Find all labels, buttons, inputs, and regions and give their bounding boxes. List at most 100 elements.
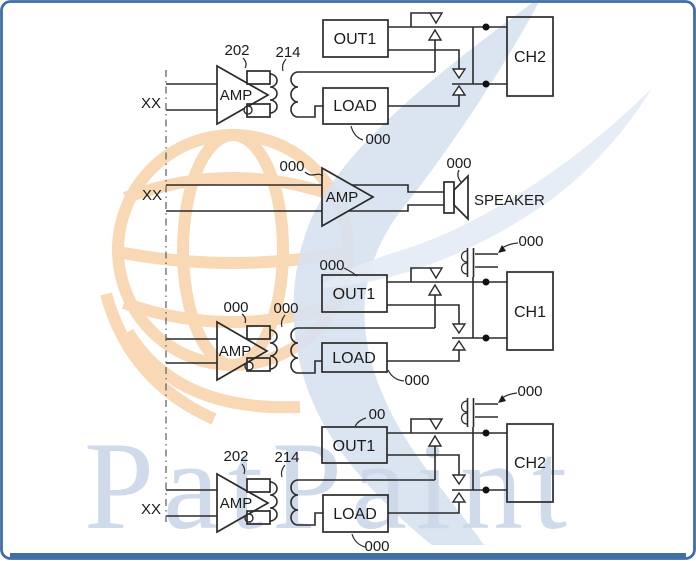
globe-meridian bbox=[177, 129, 289, 371]
jack-bars bbox=[466, 398, 475, 427]
connector-arrow-up-b bbox=[451, 339, 467, 351]
input-label: XX bbox=[142, 187, 162, 204]
transformer-primary-coil bbox=[269, 481, 278, 522]
out1-box bbox=[321, 274, 388, 313]
load-return-wire bbox=[388, 502, 460, 514]
jack-connector bbox=[460, 248, 498, 277]
load-label: LOAD bbox=[332, 350, 376, 367]
jack-hooks bbox=[460, 250, 468, 275]
amp-ref-label: 202 bbox=[224, 42, 249, 59]
transformer-ref-leader bbox=[280, 464, 286, 478]
connector-ref-label: 000 bbox=[517, 383, 542, 400]
speaker-horn bbox=[453, 173, 469, 222]
load-ref-label: 000 bbox=[404, 372, 429, 389]
speaker-wire-bottom bbox=[348, 204, 444, 212]
speaker-magnet bbox=[443, 181, 455, 214]
jack-terminals bbox=[475, 403, 498, 418]
out1-bottom-wire bbox=[387, 454, 460, 475]
input-label: XX bbox=[141, 501, 161, 518]
amp-output-stub-bottom bbox=[246, 357, 271, 372]
amp-ref-leader bbox=[304, 171, 324, 177]
load-ref-label: 000 bbox=[365, 131, 390, 148]
globe-parallel-top bbox=[122, 172, 344, 204]
transformer-ref-leader bbox=[281, 58, 287, 72]
connector-ref-label: 000 bbox=[518, 233, 543, 250]
globe-swoosh-1 bbox=[122, 328, 301, 414]
connector-arrow-down-b bbox=[451, 474, 467, 486]
globe-swoosh-2 bbox=[100, 292, 217, 425]
transformer-ref-label: 000 bbox=[273, 300, 298, 317]
jack-hooks bbox=[460, 400, 468, 425]
transformer-secondary-coil bbox=[290, 479, 299, 526]
transformer-primary-coil bbox=[269, 73, 278, 114]
amp-ref-label: 000 bbox=[279, 158, 304, 175]
jack-bars bbox=[466, 248, 475, 277]
amp-triangle bbox=[216, 472, 270, 534]
jack-connector bbox=[460, 398, 498, 427]
transformer-primary-coil bbox=[269, 329, 278, 370]
out1-box bbox=[322, 19, 389, 58]
speaker-ref-leader bbox=[457, 169, 462, 183]
speaker-wire-top bbox=[352, 184, 444, 193]
amp-output-stub-top bbox=[246, 325, 271, 340]
transformer-ref-label: 214 bbox=[275, 44, 300, 61]
channel-box bbox=[506, 423, 554, 503]
jack-terminals bbox=[475, 253, 498, 268]
connector-arrow-down-a bbox=[428, 12, 444, 25]
connector-ref-arrowhead bbox=[498, 395, 506, 403]
out1-ref-leader bbox=[343, 267, 358, 277]
load-ref-leader bbox=[350, 125, 364, 141]
connector-arrow-down-a bbox=[428, 267, 444, 280]
junction-dot bbox=[482, 429, 490, 437]
amp-ref-leader bbox=[241, 463, 246, 475]
load-return-wire bbox=[387, 350, 460, 362]
section-2: XX AMP 000 000 SPEAKER bbox=[142, 155, 545, 228]
amp-label: AMP bbox=[220, 495, 253, 512]
section-3: AMP 000 000 OUT1 000 LOAD 000 bbox=[166, 233, 554, 389]
out1-label: OUT1 bbox=[333, 286, 376, 303]
amp-output-stub-bottom bbox=[246, 510, 271, 525]
junction-dot bbox=[482, 23, 490, 31]
out1-label: OUT1 bbox=[334, 31, 377, 48]
input-lines bbox=[166, 338, 217, 364]
section-1: XX AMP 202 214 OUT1 LOAD 000 CH2 bbox=[141, 12, 554, 148]
channel-label: CH2 bbox=[514, 455, 546, 472]
load-return-wire bbox=[388, 95, 460, 107]
amp-ref-label: 202 bbox=[223, 448, 248, 465]
load-ref-leader bbox=[387, 369, 405, 382]
junction-dot bbox=[482, 278, 490, 286]
junction-dot bbox=[482, 486, 490, 494]
channel-box bbox=[506, 16, 554, 97]
out1-bottom-wire bbox=[387, 304, 460, 324]
out1-box bbox=[321, 426, 388, 464]
plug-step bbox=[410, 418, 430, 433]
connector-arrow-up-a bbox=[427, 283, 443, 296]
connector-arrow-down-b bbox=[451, 68, 467, 80]
secondary-top-wire bbox=[298, 446, 436, 481]
amp-ref-leader bbox=[241, 313, 247, 324]
amp-label: AMP bbox=[220, 87, 253, 104]
amp-triangle bbox=[216, 64, 270, 126]
swoosh-main bbox=[293, 0, 540, 545]
load-ref-label: 000 bbox=[364, 538, 389, 555]
connector-arrow-up-b bbox=[451, 491, 467, 503]
amp-triangle bbox=[321, 166, 375, 228]
brand-watermark-text: PatPaint bbox=[84, 417, 576, 556]
load-label: LOAD bbox=[333, 506, 377, 523]
amp-output-stub-top bbox=[246, 70, 271, 85]
transformer-ref-label: 214 bbox=[274, 449, 299, 466]
load-ref-leader bbox=[351, 533, 366, 548]
connector-arrow-up-a bbox=[427, 28, 443, 41]
amp-triangle bbox=[216, 320, 269, 382]
secondary-top-wire bbox=[298, 295, 436, 329]
amp-ref-label: 000 bbox=[223, 299, 248, 316]
secondary-to-load-wire bbox=[298, 105, 323, 118]
transformer-ref-leader bbox=[280, 314, 286, 328]
channel-label: CH1 bbox=[514, 304, 546, 321]
out1-ref-label: 000 bbox=[319, 257, 344, 274]
speaker-ref-label: 000 bbox=[446, 155, 471, 172]
out1-ref-leader bbox=[354, 417, 367, 428]
amp-label: AMP bbox=[326, 189, 359, 206]
section-4: XX AMP 202 214 OUT1 00 LOAD 000 bbox=[141, 383, 554, 555]
